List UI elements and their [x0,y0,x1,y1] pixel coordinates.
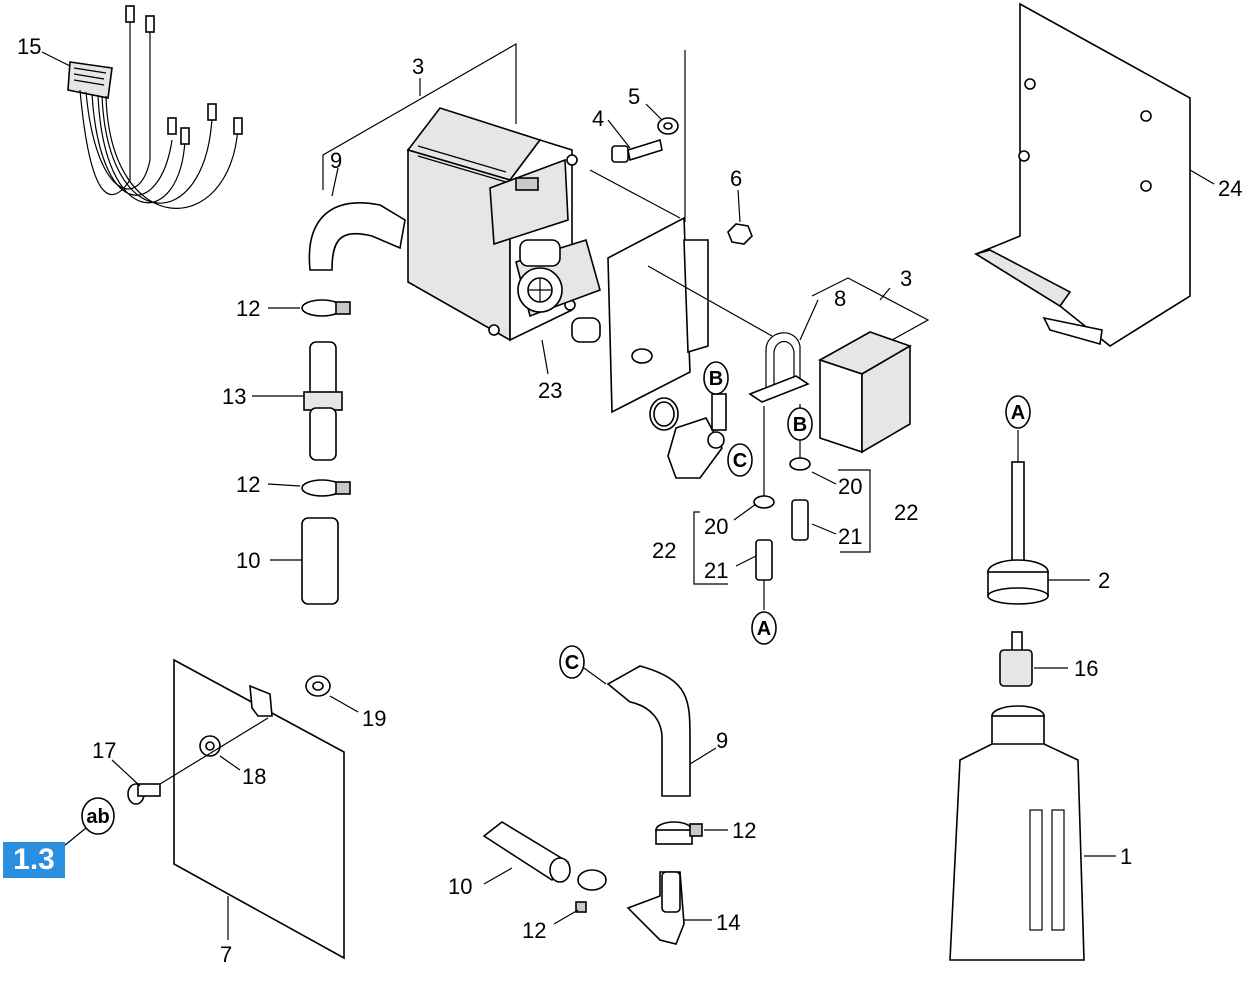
label-19: 19 [362,706,386,731]
tube-lower-part [482,821,571,885]
callout-b-1: B [703,361,729,395]
hose-upper-part [308,167,406,271]
part-labels: 15 3 9 12 13 12 10 23 5 4 6 3 8 20 22 21… [17,34,1242,967]
mounting-plate-part [589,50,773,414]
callout-c-1: C [727,443,753,477]
hose-lower-part [583,665,717,797]
label-22-b: 22 [894,500,918,525]
label-12-d: 12 [522,918,546,943]
label-22-a: 22 [652,538,676,563]
pump-housing-part [406,107,578,342]
label-21-a: 21 [704,558,728,583]
suction-tube-part [1011,430,1025,569]
label-23: 23 [538,378,562,403]
tube-set-left [693,406,775,610]
svg-text:A: A [1011,402,1025,424]
svg-text:B: B [793,414,807,436]
label-15: 15 [17,34,41,59]
label-8: 8 [834,286,846,311]
label-12-a: 12 [236,296,260,321]
label-2: 2 [1098,568,1110,593]
label-16: 16 [1074,656,1098,681]
clamp-left-upper [268,299,351,317]
washer-5-part [645,103,679,135]
label-5: 5 [628,84,640,109]
washer-18-part [159,717,269,785]
svg-text:B: B [709,368,723,390]
label-9-lower: 9 [716,728,728,753]
screw-4-part [607,119,663,163]
label-10-b: 10 [448,874,472,899]
label-12-c: 12 [732,818,756,843]
cable-harness-part [41,5,243,209]
filter-part [999,631,1068,687]
svg-text:ab: ab [86,806,109,828]
label-21-b: 21 [838,524,862,549]
label-4: 4 [592,106,604,131]
label-7: 7 [220,942,232,967]
svg-text:A: A [757,618,771,640]
svg-text:C: C [565,652,579,674]
wall-bracket-part [974,2,1215,347]
u-bracket-part [748,299,819,403]
label-1: 1 [1120,844,1132,869]
o-ring-part [649,397,679,431]
leader-3-upper [322,42,517,190]
label-10-a: 10 [236,548,260,573]
bottle-part [949,705,1116,961]
svg-text:C: C [733,450,747,472]
pump-head-part [515,238,601,375]
callout-b-2: B [787,407,813,441]
label-18: 18 [242,764,266,789]
elbow-fitting-part [667,393,727,479]
label-6: 6 [730,166,742,191]
elbow-14-part [626,871,712,945]
tube-left-part [270,517,339,605]
label-12-b: 12 [236,472,260,497]
washer-19-part [305,675,359,713]
cover-panel-part [173,658,345,960]
clamp-lower-left [553,869,607,925]
label-9-upper: 9 [330,148,342,173]
label-14: 14 [716,910,740,935]
nut-6-part [727,189,753,245]
clamp-left-lower [267,479,351,497]
callout-c-2: C [559,645,585,679]
control-box-part [818,331,912,454]
label-3-upper: 3 [412,54,424,79]
connector-left-part [252,341,343,461]
screw-17-part [111,759,161,805]
label-20-a: 20 [704,514,728,539]
label-17: 17 [92,738,116,763]
callout-a-2: A [1005,395,1031,429]
bottle-cap-part [987,559,1090,605]
leader-3-right [811,277,930,341]
callout-ab: ab [63,797,115,847]
label-3-right: 3 [900,266,912,291]
section-badge: 1.3 [3,842,65,878]
label-13: 13 [222,384,246,409]
label-24: 24 [1218,176,1242,201]
clamp-lower-right [655,821,728,845]
label-20-b: 20 [838,474,862,499]
callout-a-1: A [751,611,777,645]
